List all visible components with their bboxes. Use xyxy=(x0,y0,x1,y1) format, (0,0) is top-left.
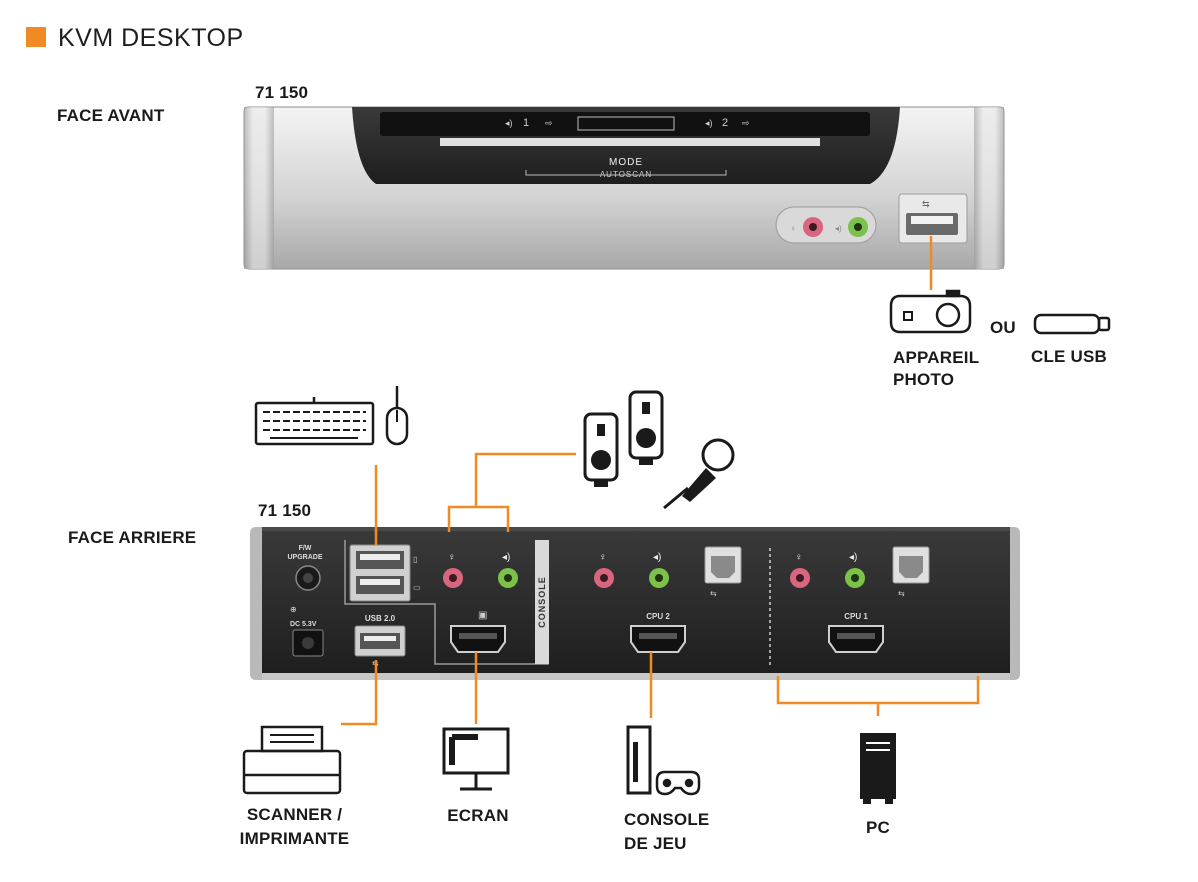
front-usb-symbol-icon: ⇆ xyxy=(922,199,930,209)
game-console-label-line2: DE JEU xyxy=(624,834,687,853)
rear-cpu1-usb-b-port xyxy=(892,546,930,584)
front-model-number: 71 150 xyxy=(255,83,309,102)
front-audio-jacks: ♀ ◂) xyxy=(775,206,877,244)
page-title: KVM DESKTOP xyxy=(58,24,244,52)
camera-label-line1: APPAREIL xyxy=(893,348,980,367)
title-marker-square xyxy=(26,27,46,47)
rear-monitor-symbol-icon: ▣ xyxy=(478,610,487,621)
game-console-label: CONSOLE DE JEU xyxy=(624,808,709,856)
rear-console-mic-icon: ♀ xyxy=(448,552,456,563)
rear-cpu1-usb-symbol-icon: ⇆ xyxy=(898,589,905,598)
pc-fork-line xyxy=(776,676,980,705)
front-mic-icon: ♀ xyxy=(790,224,796,233)
game-console-icon xyxy=(626,725,652,795)
front-port1-label: 1 xyxy=(523,117,529,129)
camera-icon xyxy=(889,289,972,334)
camera-label-line2: PHOTO xyxy=(893,370,955,389)
rear-cpu1-mic-icon: ♀ xyxy=(795,552,803,563)
rear-usb2-port xyxy=(354,625,406,657)
front-panel-device: 1 2 ◂) ◂) ⇨ ⇨ MODE AUTOSCAN ♀ ◂) ⇆ xyxy=(243,106,1005,270)
microphone-icon xyxy=(663,438,735,510)
rear-usb2-label: USB 2.0 xyxy=(365,614,396,623)
rear-dc-icon: ⊕ xyxy=(290,605,297,614)
speaker-icon-right xyxy=(628,390,664,465)
front-arrow-icon-1: ⇨ xyxy=(545,118,553,128)
rear-fw-label-1: F/W xyxy=(299,545,312,552)
scanner-line xyxy=(341,660,378,726)
pc-label: PC xyxy=(865,818,891,837)
screen-label: ECRAN xyxy=(447,806,509,825)
camera-label: APPAREIL PHOTO xyxy=(893,347,979,391)
rear-console-audio-jacks: ♀ ◂) xyxy=(443,552,518,588)
keyboard-icon xyxy=(254,397,375,446)
front-speaker-icon: ◂) xyxy=(835,224,842,233)
front-section-label: FACE AVANT xyxy=(57,106,165,125)
rear-panel-device: F/W UPGRADE ⊕ DC 5.3V CONSOLE ▯ ▭ USB 2.… xyxy=(250,527,1020,680)
rear-cpu2-label: CPU 2 xyxy=(646,612,670,621)
usb-key-icon xyxy=(1033,313,1111,335)
rear-section-label: FACE ARRIERE xyxy=(68,528,197,547)
speaker-line-top xyxy=(474,452,576,507)
front-port2-label: 2 xyxy=(722,117,728,129)
rear-cpu2-audio-jacks: ♀ ◂) xyxy=(594,552,669,588)
rear-console-hdmi-port xyxy=(450,625,506,653)
front-arrow-icon-2: ⇨ xyxy=(742,118,750,128)
rear-cpu2-speaker-icon: ◂) xyxy=(653,552,661,563)
game-console-label-line1: CONSOLE xyxy=(624,810,710,829)
gamepad-icon xyxy=(655,770,701,796)
rear-cpu1-label: CPU 1 xyxy=(844,612,868,621)
mouse-icon xyxy=(385,386,409,446)
rear-cpu1-speaker-icon: ◂) xyxy=(849,552,857,563)
front-audio-icon-1: ◂) xyxy=(505,118,513,128)
rear-fw-label-2: UPGRADE xyxy=(287,554,322,561)
or-label: OU xyxy=(990,318,1016,337)
rear-console-speaker-icon: ◂) xyxy=(502,552,510,563)
usb-key-label: CLE USB xyxy=(1031,347,1108,366)
front-kvm-indicator-group xyxy=(577,116,675,131)
rear-mouse-symbol-icon: ▯ xyxy=(413,555,417,564)
rear-cpu2-hdmi-port xyxy=(630,625,686,653)
rear-console-usb-ports: ▯ ▭ xyxy=(349,544,421,602)
audio-fork-line xyxy=(447,505,510,532)
scanner-printer-icon xyxy=(242,725,342,795)
rear-cpu1-audio-jacks: ♀ ◂) xyxy=(790,552,865,588)
rear-console-label: CONSOLE xyxy=(537,576,547,628)
rear-connector-lines xyxy=(341,452,980,726)
rear-cpu2-usb-symbol-icon: ⇆ xyxy=(710,589,717,598)
monitor-icon xyxy=(442,727,510,791)
rear-cpu2-mic-icon: ♀ xyxy=(599,552,607,563)
scanner-label-line2: IMPRIMANTE xyxy=(239,829,350,848)
front-usb-port: ⇆ xyxy=(898,193,968,244)
rear-cpu2-usb-b-port xyxy=(704,546,742,584)
rear-dc-label: DC 5.3V xyxy=(290,621,317,628)
scanner-label-line1: SCANNER / xyxy=(246,805,343,824)
front-audio-icon-2: ◂) xyxy=(705,118,713,128)
rear-cpu1-hdmi-port xyxy=(828,625,884,653)
rear-keyboard-symbol-icon: ▭ xyxy=(413,583,421,592)
rear-model-number: 71 150 xyxy=(258,501,312,520)
front-mode-label: MODE xyxy=(609,157,643,168)
speaker-icon-left xyxy=(583,412,619,487)
pc-tower-icon xyxy=(860,733,896,804)
scanner-label: SCANNER / IMPRIMANTE xyxy=(232,803,357,851)
